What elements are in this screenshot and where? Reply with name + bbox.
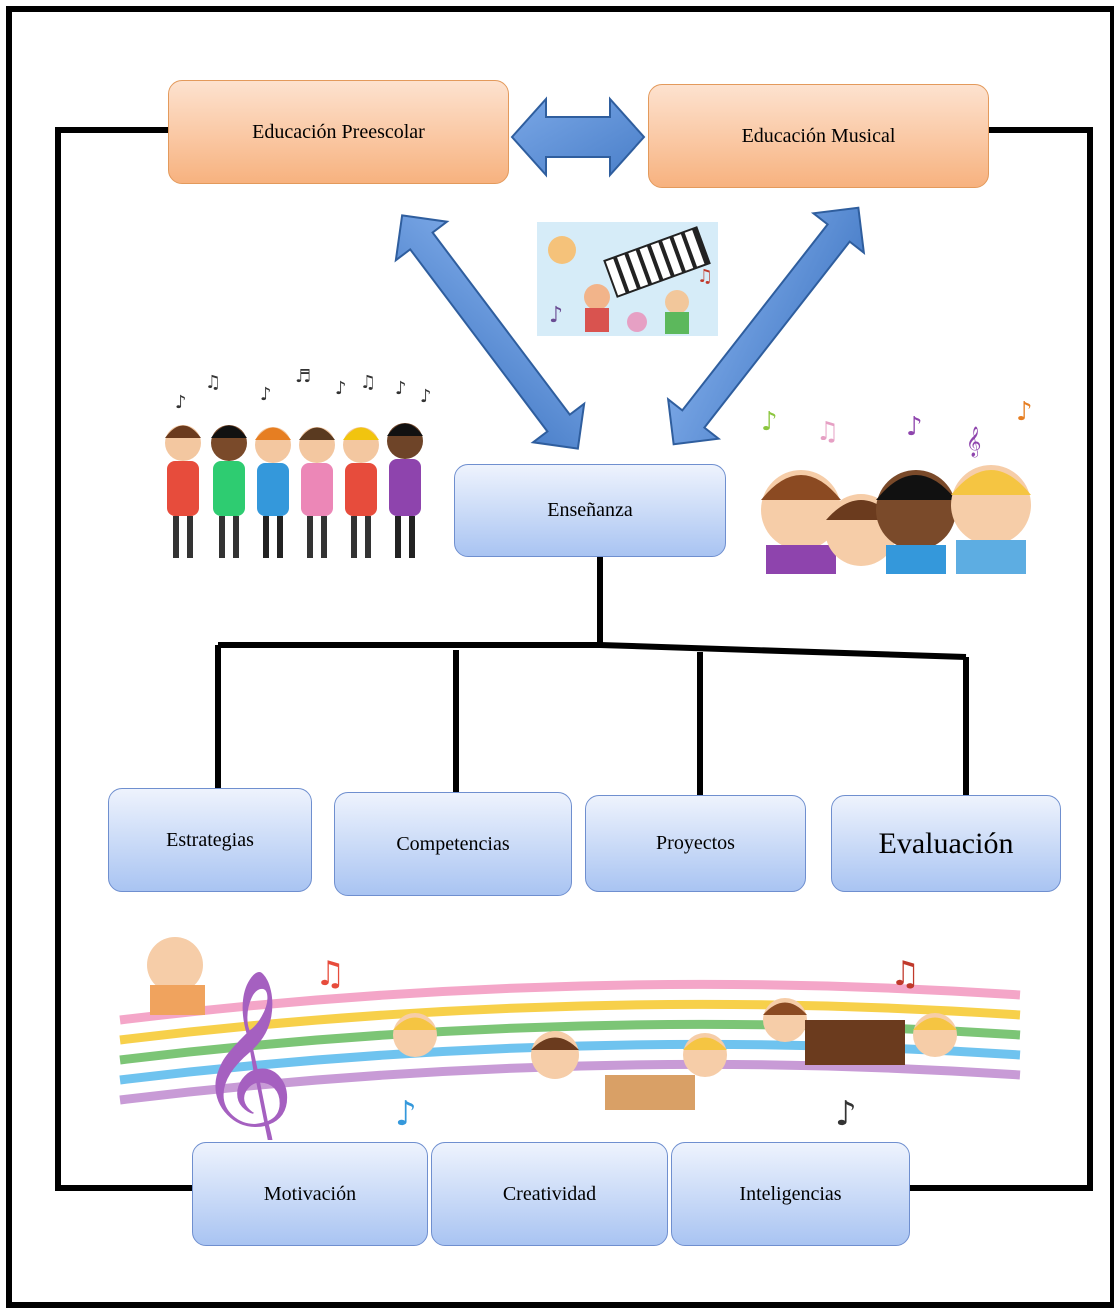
box-competencias: Competencias xyxy=(334,792,572,896)
box-motivacion: Motivación xyxy=(192,1142,428,1246)
double-arrow-left-diagonal xyxy=(394,214,586,450)
box-proyectos-label: Proyectos xyxy=(656,832,735,854)
box-ensenanza-label: Enseñanza xyxy=(547,499,633,521)
svg-text:♫: ♫ xyxy=(697,266,713,287)
tree-bar-line xyxy=(218,642,967,660)
box-evaluacion: Evaluación xyxy=(831,795,1061,892)
svg-text:♪: ♪ xyxy=(395,378,407,399)
box-estrategias-label: Estrategias xyxy=(166,828,254,851)
svg-text:♪: ♪ xyxy=(761,407,778,437)
svg-text:♫: ♫ xyxy=(890,954,920,994)
svg-text:𝄞: 𝄞 xyxy=(966,426,981,458)
svg-text:♪: ♪ xyxy=(260,384,272,405)
box-creatividad-label: Creatividad xyxy=(502,1182,597,1205)
box-ensenanza: Enseñanza xyxy=(454,464,726,557)
svg-text:♪: ♪ xyxy=(906,412,923,442)
double-arrow-right-diagonal xyxy=(666,206,866,446)
svg-text:♫: ♫ xyxy=(360,372,376,393)
outer-loop-line xyxy=(55,127,192,1191)
svg-text:♪: ♪ xyxy=(549,303,563,328)
box-estrategias: Estrategias xyxy=(108,788,312,892)
svg-text:♫: ♫ xyxy=(315,954,345,994)
svg-text:♫: ♫ xyxy=(205,372,221,393)
svg-text:♪: ♪ xyxy=(420,386,432,407)
svg-text:♪: ♪ xyxy=(835,1094,857,1134)
box-motivacion-label: Motivación xyxy=(263,1182,357,1205)
svg-text:♪: ♪ xyxy=(1016,397,1033,427)
svg-text:♪: ♪ xyxy=(175,392,187,413)
box-educacion-musical-label: Educación Musical xyxy=(741,124,896,147)
happy-children-image: ♪ ♫ ♪ 𝄞 ♪ xyxy=(756,390,1048,574)
svg-text:♫: ♫ xyxy=(816,417,839,447)
box-educacion-musical: Educación Musical xyxy=(648,84,989,188)
box-creatividad: Creatividad xyxy=(431,1142,668,1246)
music-staff-children-image: 𝄞 ♫ ♫ ♪ ♪ xyxy=(115,925,1025,1140)
double-arrow-horizontal xyxy=(510,96,646,178)
box-inteligencias: Inteligencias xyxy=(671,1142,910,1246)
box-competencias-label: Competencias xyxy=(396,832,510,855)
svg-text:♬: ♬ xyxy=(295,368,311,387)
box-proyectos: Proyectos xyxy=(585,795,806,892)
svg-text:♪: ♪ xyxy=(395,1094,417,1134)
box-evaluacion-label: Evaluación xyxy=(878,826,1014,860)
svg-text:♪: ♪ xyxy=(335,378,347,399)
box-educacion-preescolar: Educación Preescolar xyxy=(168,80,509,184)
music-collage-image: ♪ ♫ xyxy=(537,222,718,336)
singing-children-image: ♪ ♫ ♪ ♬ ♪ ♫ ♪ ♪ xyxy=(155,368,435,566)
diagram-frame xyxy=(6,6,1114,1308)
outer-loop-line-right xyxy=(910,127,1093,1191)
box-inteligencias-label: Inteligencias xyxy=(739,1182,842,1205)
svg-text:𝄞: 𝄞 xyxy=(195,968,295,1140)
box-educacion-preescolar-label: Educación Preescolar xyxy=(252,120,425,143)
